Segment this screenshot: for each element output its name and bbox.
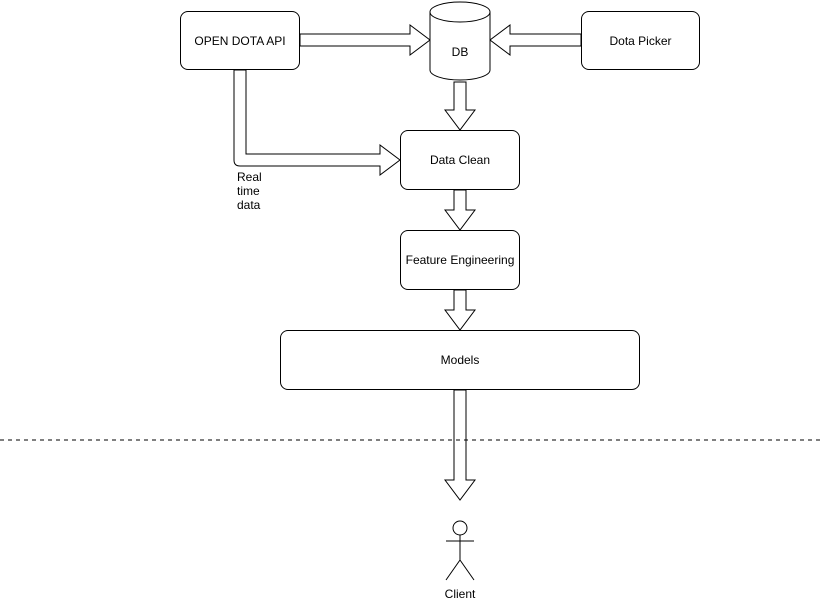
db-cylinder: [429, 1, 491, 81]
node-open-dota-api: OPEN DOTA API: [180, 11, 300, 70]
edge-label-line-2: time: [237, 184, 260, 198]
client-actor-icon: [445, 520, 475, 581]
arrow-api-to-db: [299, 24, 431, 56]
node-client-label: Client: [444, 587, 476, 601]
arrow-api-to-dataclean: [233, 69, 401, 176]
node-feature-engineering-label: Feature Engineering: [405, 253, 515, 267]
node-models-label: Models: [440, 353, 480, 367]
arrow-picker-to-db: [489, 24, 582, 56]
node-feature-engineering: Feature Engineering: [400, 230, 520, 290]
edge-label-realtime-data: Real time data: [237, 170, 262, 212]
node-models: Models: [280, 330, 640, 390]
edge-label-line-3: data: [237, 198, 261, 212]
node-data-clean: Data Clean: [400, 130, 520, 190]
arrow-models-to-client: [444, 389, 476, 501]
node-dota-picker: Dota Picker: [581, 11, 700, 70]
node-db-label: DB: [451, 45, 469, 59]
node-dota-picker-label: Dota Picker: [609, 33, 672, 48]
node-data-clean-label: Data Clean: [429, 153, 491, 167]
edge-label-line-1: Real: [237, 170, 262, 184]
arrow-feature-to-models: [444, 289, 476, 331]
arrow-dataclean-to-feature: [444, 189, 476, 231]
arrow-db-to-dataclean: [444, 81, 476, 131]
node-open-dota-api-label: OPEN DOTA API: [194, 33, 286, 48]
